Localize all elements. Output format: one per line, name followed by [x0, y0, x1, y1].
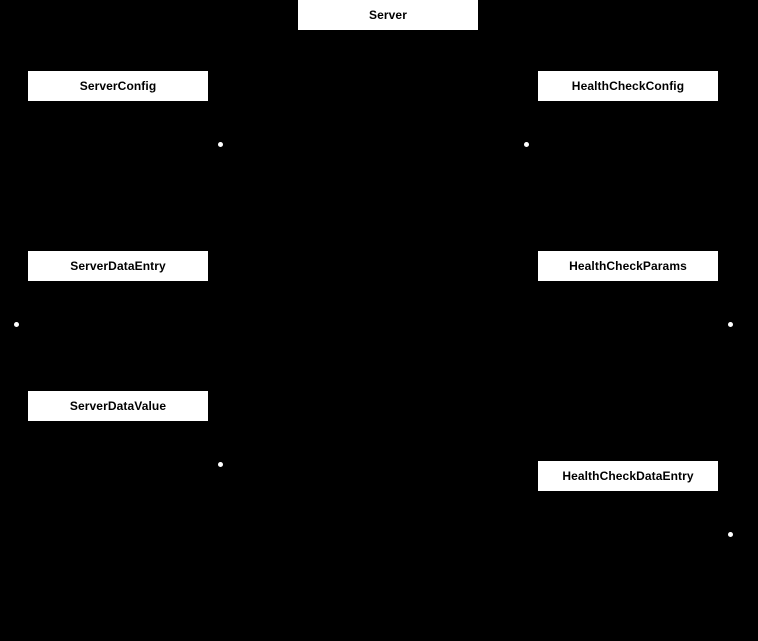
class-node-label: ServerDataValue [69, 399, 167, 413]
class-node-server-data-entry[interactable]: ServerDataEntry [28, 251, 208, 281]
class-node-label: ServerDataEntry [70, 259, 166, 273]
class-node-label: HealthCheckDataEntry [562, 469, 694, 483]
class-node-server-config[interactable]: ServerConfig [28, 71, 208, 101]
edge-endpoint-marker-2 [524, 142, 529, 147]
class-node-label: ServerConfig [79, 79, 157, 93]
class-node-server[interactable]: Server [298, 0, 478, 30]
class-node-health-check-params[interactable]: HealthCheckParams [538, 251, 718, 281]
class-node-label: Server [369, 8, 407, 22]
edge-endpoint-marker-3 [14, 322, 19, 327]
class-node-label: HealthCheckParams [569, 259, 687, 273]
edge-endpoint-marker-1 [218, 142, 223, 147]
edge-endpoint-marker-4 [728, 322, 733, 327]
class-node-health-check-config[interactable]: HealthCheckConfig [538, 71, 718, 101]
class-node-label: HealthCheckConfig [571, 79, 685, 93]
edge-endpoint-marker-6 [728, 532, 733, 537]
edge-endpoint-marker-5 [218, 462, 223, 467]
class-node-health-check-data-entry[interactable]: HealthCheckDataEntry [538, 461, 718, 491]
class-node-server-data-value[interactable]: ServerDataValue [28, 391, 208, 421]
